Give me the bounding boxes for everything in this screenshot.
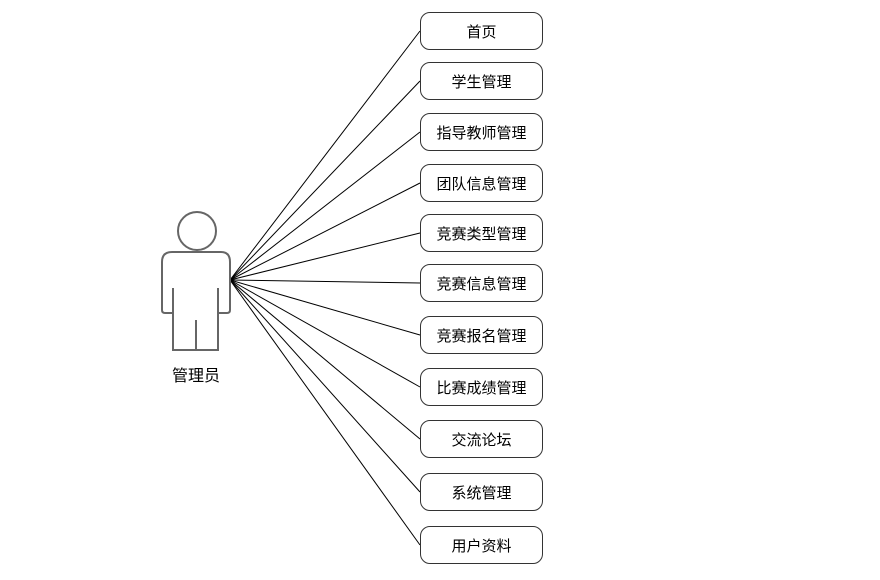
actor-body: [161, 251, 231, 351]
association-line: [229, 131, 421, 281]
use-case-box: 竞赛信息管理: [420, 264, 543, 302]
use-case-box: 指导教师管理: [420, 113, 543, 151]
use-case-label: 比赛成绩管理: [436, 378, 527, 397]
use-case-label: 首页: [466, 22, 497, 41]
use-case-box: 竞赛类型管理: [420, 214, 543, 252]
actor-label: 管理员: [171, 366, 220, 385]
actor-figure: [161, 211, 231, 351]
association-lines: [229, 30, 421, 546]
association-line: [229, 30, 421, 281]
association-line: [229, 279, 421, 440]
use-case-label: 交流论坛: [451, 430, 512, 449]
use-case-box: 团队信息管理: [420, 164, 543, 202]
association-line: [229, 279, 421, 284]
use-case-box: 竞赛报名管理: [420, 316, 543, 354]
association-line: [229, 182, 421, 281]
use-case-label: 竞赛报名管理: [436, 326, 527, 345]
association-line: [229, 279, 421, 546]
use-case-label: 学生管理: [451, 72, 512, 91]
use-case-box: 学生管理: [420, 62, 543, 100]
use-case-box: 系统管理: [420, 473, 543, 511]
use-case-box: 交流论坛: [420, 420, 543, 458]
use-case-label: 指导教师管理: [436, 123, 527, 142]
use-case-label: 团队信息管理: [436, 174, 527, 193]
use-case-label: 系统管理: [451, 483, 512, 502]
use-case-box: 用户资料: [420, 526, 543, 564]
use-case-box: 首页: [420, 12, 543, 50]
association-line: [229, 279, 421, 388]
association-line: [229, 279, 421, 493]
actor-head: [177, 211, 217, 251]
association-line: [229, 80, 421, 281]
association-line: [229, 279, 421, 336]
use-case-label: 竞赛信息管理: [436, 274, 527, 293]
use-case-box: 比赛成绩管理: [420, 368, 543, 406]
association-line: [229, 232, 421, 281]
use-case-label: 用户资料: [451, 536, 512, 555]
use-case-label: 竞赛类型管理: [436, 224, 527, 243]
